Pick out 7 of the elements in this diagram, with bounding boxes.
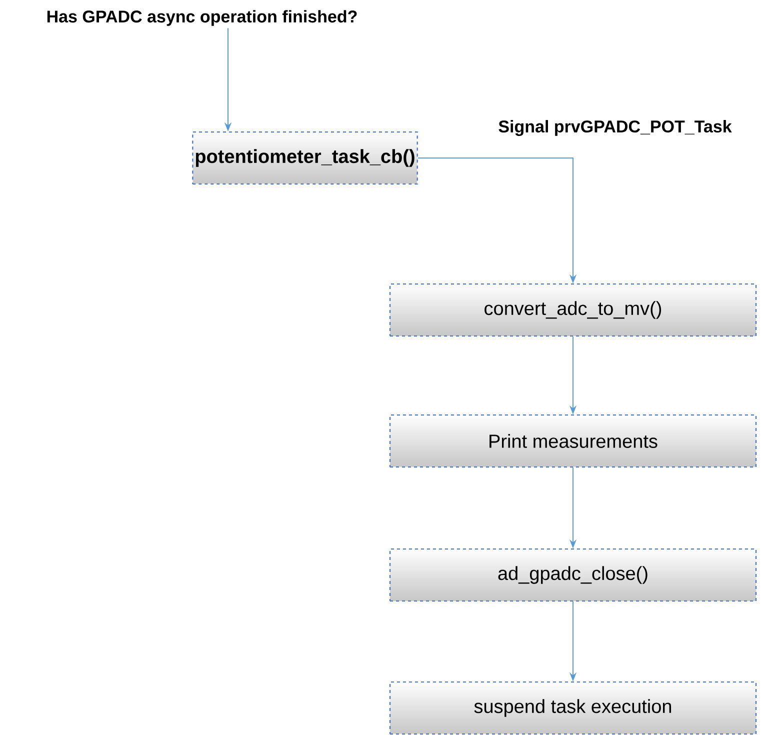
- process-box: Print measurements: [389, 414, 757, 468]
- edge-label: Signal prvGPADC_POT_Task: [498, 120, 732, 136]
- process-box: potentiometer_task_cb(): [192, 131, 418, 185]
- process-box: ad_gpadc_close(): [389, 548, 757, 602]
- question-text: Has GPADC async operation finished?: [47, 10, 357, 26]
- process-box: suspend task execution: [389, 681, 757, 735]
- process-box: convert_adc_to_mv(): [389, 283, 757, 337]
